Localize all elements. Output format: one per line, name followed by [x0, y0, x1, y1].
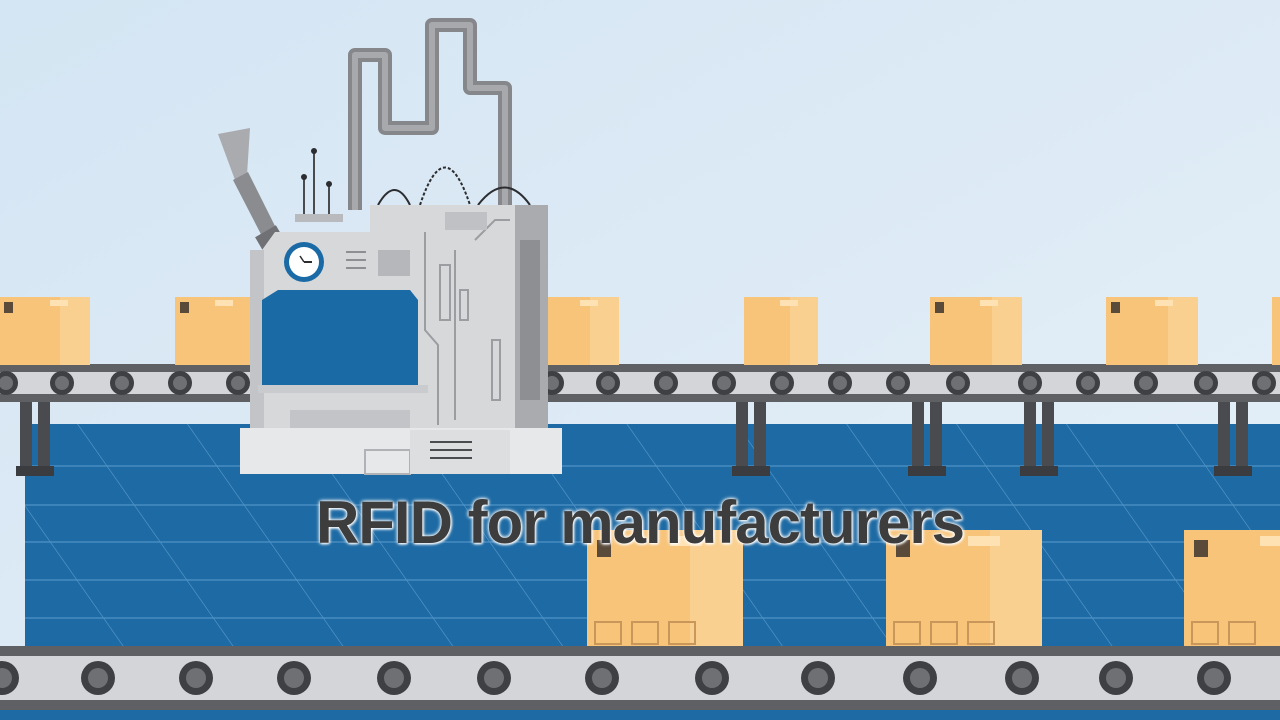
rfid-machine: [218, 18, 562, 475]
box: [0, 297, 90, 365]
lower-conveyor: [0, 646, 1280, 720]
box: [930, 297, 1022, 365]
upper-conveyor: [0, 364, 1280, 402]
box: [587, 530, 743, 648]
machine-screen: [258, 290, 428, 393]
lower-boxes: [587, 530, 1280, 648]
video-caption-title: RFID for manufacturers: [315, 489, 965, 556]
box: [886, 530, 1042, 648]
box: [1106, 297, 1198, 365]
box: [1184, 530, 1280, 648]
gauge-icon: [284, 242, 324, 282]
box: [744, 297, 818, 365]
box: [1272, 297, 1280, 365]
box: [175, 297, 250, 365]
